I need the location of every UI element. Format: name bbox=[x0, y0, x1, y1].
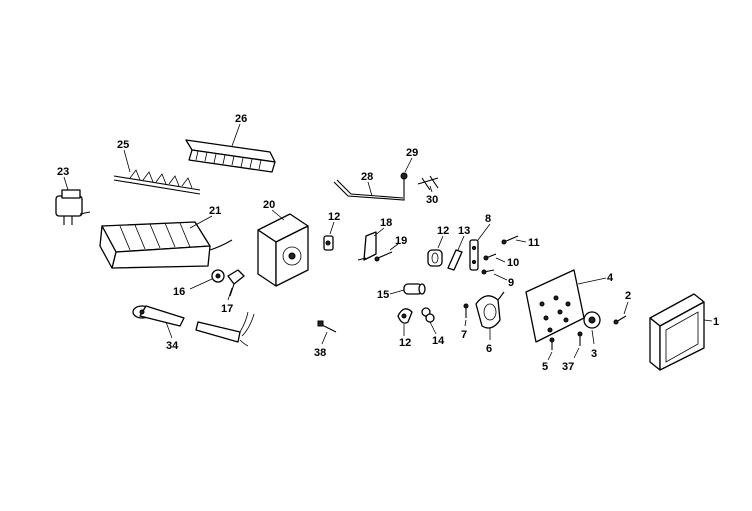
part-7-screw bbox=[463, 303, 469, 318]
label-13: 13 bbox=[458, 225, 470, 237]
label-9: 9 bbox=[508, 277, 514, 289]
part-28-feeler-arm bbox=[333, 178, 405, 201]
part-29-fitting bbox=[400, 172, 408, 180]
label-8: 8 bbox=[485, 213, 491, 225]
part-11-screw bbox=[501, 235, 519, 245]
label-1: 1 bbox=[713, 316, 719, 328]
part-25-ejector bbox=[113, 169, 201, 195]
label-12c: 12 bbox=[399, 337, 411, 349]
label-30: 30 bbox=[426, 194, 438, 206]
label-17: 17 bbox=[221, 303, 233, 315]
part-wire-harness bbox=[195, 311, 255, 347]
part-14-coupler bbox=[421, 307, 435, 323]
part-38-screw bbox=[317, 320, 337, 333]
label-18: 18 bbox=[380, 217, 392, 229]
part-10-screw bbox=[483, 253, 497, 261]
label-7: 7 bbox=[461, 329, 467, 341]
label-2: 2 bbox=[625, 290, 631, 302]
part-12-switch-b bbox=[427, 249, 443, 267]
label-38: 38 bbox=[314, 347, 326, 359]
part-6-motor bbox=[475, 291, 505, 329]
part-20-housing bbox=[257, 213, 309, 287]
label-16: 16 bbox=[173, 286, 185, 298]
part-30-clip bbox=[417, 175, 439, 191]
label-12a: 12 bbox=[328, 211, 340, 223]
label-19: 19 bbox=[395, 235, 407, 247]
label-25: 25 bbox=[117, 139, 129, 151]
label-4: 4 bbox=[607, 272, 614, 284]
part-37-screw bbox=[577, 331, 583, 346]
part-5-screw bbox=[549, 337, 555, 350]
label-23: 23 bbox=[57, 166, 69, 178]
label-3: 3 bbox=[591, 348, 597, 360]
part-15-shaft bbox=[403, 283, 426, 295]
label-20: 20 bbox=[263, 199, 275, 211]
part-13-thermostat bbox=[447, 249, 463, 271]
label-10: 10 bbox=[507, 257, 519, 269]
label-29: 29 bbox=[406, 147, 418, 159]
part-12-switch-a bbox=[323, 235, 334, 251]
label-6: 6 bbox=[486, 343, 492, 355]
label-15: 15 bbox=[377, 289, 389, 301]
part-2-screw bbox=[613, 315, 627, 325]
part-1-front-cover bbox=[649, 293, 705, 371]
part-21-ice-mold bbox=[99, 221, 233, 269]
part-3-gear bbox=[583, 311, 601, 329]
part-17-cam bbox=[227, 269, 245, 297]
label-5: 5 bbox=[542, 361, 548, 373]
label-14: 14 bbox=[432, 335, 445, 347]
part-18-bracket bbox=[357, 231, 377, 261]
part-26-cover bbox=[185, 139, 276, 173]
label-11: 11 bbox=[528, 237, 540, 249]
part-4-plate bbox=[525, 269, 585, 343]
part-8-lever bbox=[469, 239, 479, 271]
part-12-switch-c bbox=[397, 308, 413, 324]
label-37: 37 bbox=[562, 361, 574, 373]
part-34-fill-tube bbox=[132, 305, 185, 327]
part-19-screw bbox=[374, 251, 393, 262]
part-9-screw bbox=[481, 269, 495, 275]
part-16-gear bbox=[211, 269, 225, 283]
label-26: 26 bbox=[235, 113, 247, 125]
part-23-valve bbox=[55, 189, 91, 225]
label-28: 28 bbox=[361, 171, 373, 183]
label-21: 21 bbox=[209, 205, 221, 217]
label-34: 34 bbox=[166, 340, 179, 352]
label-12b: 12 bbox=[437, 225, 449, 237]
